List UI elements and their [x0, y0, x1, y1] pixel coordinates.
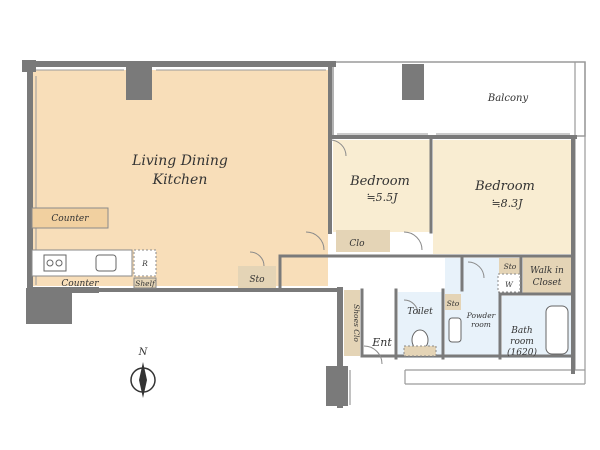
bedroom-1-label: Bedroom [349, 174, 410, 189]
bedroom-1-size: ≒5.5J [366, 191, 398, 204]
counter-upper [31, 207, 109, 229]
column-outer-left [26, 288, 72, 324]
column-outer-bottom [326, 366, 348, 406]
column-top-left [22, 60, 36, 72]
powder-label-line2: room [471, 320, 491, 329]
shelf-label: Shelf [135, 279, 156, 288]
wic-label-line2: Closet [533, 278, 562, 288]
bedroom-2-label: Bedroom [474, 179, 535, 194]
column-ldk-top [126, 64, 152, 100]
kitchen [31, 207, 157, 289]
walls [27, 61, 577, 408]
bathtub [545, 305, 569, 355]
sto-wic-floor [499, 258, 521, 274]
compass-needle-icon [139, 362, 147, 398]
column-balcony [402, 64, 424, 100]
balcony-label: Balcony [487, 93, 529, 104]
refrigerator-label: R [141, 259, 148, 268]
north-label: N [138, 347, 149, 358]
counter-lower-label: Counter [61, 279, 99, 289]
wic-label-line1: Walk in [530, 266, 564, 276]
wash-basin [448, 317, 462, 343]
shoes-clo-label: Shoes Clo [352, 304, 361, 342]
clo-floor [336, 230, 390, 252]
toilet-label: Toilet [407, 307, 433, 317]
bath-label-line2: room [510, 337, 534, 347]
ldk-label-line1: Living Dining [131, 153, 228, 169]
shoes-clo-floor [344, 290, 360, 356]
refrigerator-box [133, 249, 157, 277]
sto-wic-label: Sto [504, 262, 517, 271]
bedroom-2-size: ≒8.3J [491, 197, 523, 210]
toilet-mat [403, 345, 437, 357]
ldk-label-line2: Kitchen [152, 172, 208, 188]
fixtures [403, 273, 569, 357]
sto-hall-floor [238, 266, 276, 290]
bath-label-line3: (1620) [507, 347, 537, 358]
walk-in-closet-floor [523, 256, 571, 294]
shelf-box [133, 277, 157, 289]
sink [95, 254, 117, 272]
sto-toilet-floor [445, 294, 461, 310]
sto-hall-label: Sto [249, 275, 265, 285]
bedroom-2-floor [433, 140, 571, 254]
clo-label: Clo [349, 239, 365, 249]
ent-label: Ent [371, 336, 392, 349]
powder-label-line1: Powder [466, 311, 496, 320]
sto-toilet-label: Sto [447, 299, 460, 308]
stove [43, 254, 67, 272]
north-arrow: N [130, 347, 156, 398]
bath-label-line1: Bath [510, 326, 532, 336]
washer-box [497, 273, 521, 293]
bedroom-1-floor [333, 140, 430, 232]
washer-label: W [505, 280, 514, 289]
doors [249, 139, 485, 365]
counter-upper-label: Counter [51, 214, 89, 224]
